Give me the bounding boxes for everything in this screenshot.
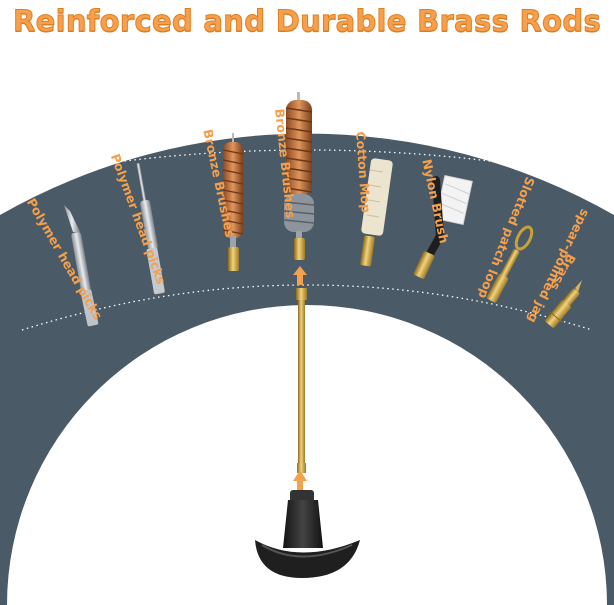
t-handle-icon <box>255 490 360 578</box>
straight-pick-icon <box>136 163 165 295</box>
slotted-patch-loop-icon <box>486 225 534 303</box>
page-title: Reinforced and Durable Brass Rods <box>12 4 602 39</box>
dotted-arc-outline <box>5 149 609 181</box>
nylon-brush-icon <box>413 174 473 279</box>
small-bronze-brush-icon <box>222 133 244 271</box>
large-bronze-brush-icon <box>283 92 315 285</box>
brass-rod <box>293 288 307 490</box>
spear-pointed-jag-icon <box>545 280 582 328</box>
cotton-mop-icon <box>360 158 393 267</box>
dental-pick-icon <box>64 205 99 327</box>
